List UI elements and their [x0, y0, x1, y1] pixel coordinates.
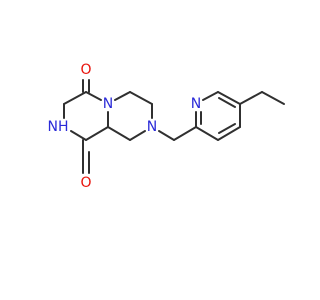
bond — [239, 91, 263, 105]
top-bonds — [63, 79, 285, 174]
oxygen-label-bottom: O — [80, 175, 91, 191]
bond — [195, 126, 219, 141]
bond — [63, 91, 87, 105]
bond — [217, 126, 241, 141]
nh-label: NH — [48, 119, 69, 135]
bond — [107, 126, 131, 141]
nitrogen-label-ring-junction: N — [103, 96, 113, 112]
bond — [173, 126, 197, 141]
bond — [85, 91, 102, 101]
bond — [114, 91, 131, 101]
nitrogen-label-ring: N — [147, 119, 157, 135]
bond — [202, 91, 219, 101]
bond — [217, 91, 241, 105]
bond — [218, 97, 236, 108]
molecule-canvas: O O NH N N N — [32, 62, 285, 194]
bond — [218, 123, 236, 134]
bond — [129, 91, 153, 105]
bond — [129, 130, 146, 141]
bond — [261, 91, 285, 105]
atom-labels: O O NH N N N — [48, 62, 202, 191]
bond — [85, 126, 109, 141]
bond — [158, 130, 175, 141]
nitrogen-label-pyridine: N — [191, 96, 201, 112]
molecule-top: O O NH N N N — [47, 62, 285, 191]
oxygen-label-top: O — [80, 62, 91, 78]
bond — [70, 130, 87, 141]
